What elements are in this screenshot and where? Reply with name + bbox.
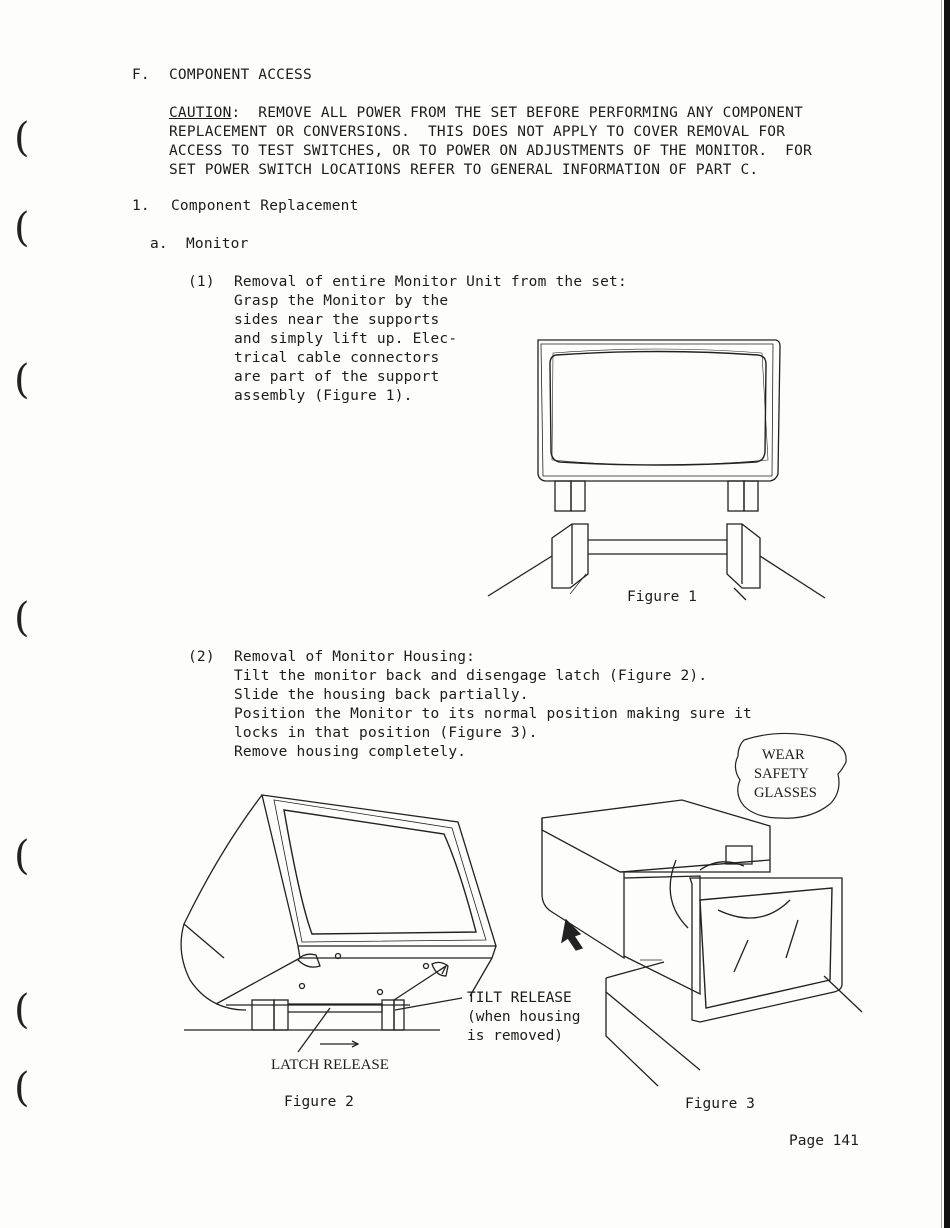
caution-label: CAUTION bbox=[169, 105, 232, 121]
step-1-line-6: are part of the support bbox=[234, 369, 440, 385]
caution-line-4: SET POWER SWITCH LOCATIONS REFER TO GENE… bbox=[169, 162, 759, 178]
step-1-number: (1) bbox=[188, 274, 215, 290]
step-2-number: (2) bbox=[188, 649, 215, 665]
step-2-line-3: Slide the housing back partially. bbox=[234, 687, 529, 703]
tilt-release-line-3: is removed) bbox=[467, 1028, 564, 1044]
section-title: COMPONENT ACCESS bbox=[169, 67, 312, 83]
figure-3-housing-illustration bbox=[541, 799, 863, 1087]
page-label: Page bbox=[789, 1133, 824, 1149]
safety-line-3: GLASSES bbox=[754, 785, 817, 801]
item-1-title: Component Replacement bbox=[171, 198, 359, 214]
step-2-line-4: Position the Monitor to its normal posit… bbox=[234, 706, 752, 722]
safety-line-1: WEAR bbox=[762, 747, 805, 763]
step-1-line-3: sides near the supports bbox=[234, 312, 440, 328]
item-a-letter: a. bbox=[150, 236, 168, 252]
caution-line-3: ACCESS TO TEST SWITCHES, OR TO POWER ON … bbox=[169, 143, 812, 159]
step-1-line-4: and simply lift up. Elec- bbox=[234, 331, 458, 347]
figure-2-tilted-monitor-illustration bbox=[180, 794, 497, 1053]
binder-hole-mark: ( bbox=[14, 115, 30, 161]
step-1-line-7: assembly (Figure 1). bbox=[234, 388, 413, 404]
page-value: 141 bbox=[832, 1133, 859, 1149]
safety-line-2: SAFETY bbox=[754, 766, 809, 782]
binder-hole-mark: ( bbox=[14, 1065, 30, 1111]
section-letter: F. bbox=[132, 67, 150, 83]
item-1-number: 1. bbox=[132, 198, 150, 214]
caution-line-2: REPLACEMENT OR CONVERSIONS. THIS DOES NO… bbox=[169, 124, 786, 140]
caution-line-1: : REMOVE ALL POWER FROM THE SET BEFORE P… bbox=[231, 105, 804, 121]
figure-1-monitor-illustration bbox=[487, 339, 826, 601]
caution-paragraph: CAUTION: REMOVE ALL POWER FROM THE SET B… bbox=[169, 104, 803, 123]
binder-hole-mark: ( bbox=[14, 987, 30, 1033]
tilt-release-label: TILT RELEASE bbox=[467, 990, 572, 1006]
binder-hole-mark: ( bbox=[14, 357, 30, 403]
tilt-release-line-2: (when housing bbox=[467, 1009, 581, 1025]
binder-hole-mark: ( bbox=[14, 595, 30, 641]
latch-release-label: LATCH RELEASE bbox=[271, 1057, 389, 1073]
figure-3-caption: Figure 3 bbox=[685, 1096, 755, 1112]
page-number: Page 141 bbox=[789, 1132, 859, 1151]
step-1-line-2: Grasp the Monitor by the bbox=[234, 293, 449, 309]
page-edge-line bbox=[941, 0, 942, 1228]
step-1-line-5: trical cable connectors bbox=[234, 350, 440, 366]
figure-2-caption: Figure 2 bbox=[284, 1094, 354, 1110]
figure-1-caption: Figure 1 bbox=[627, 589, 697, 605]
step-1-line-1: Removal of entire Monitor Unit from the … bbox=[234, 274, 627, 290]
page-edge-shadow bbox=[944, 0, 950, 1228]
binder-hole-mark: ( bbox=[14, 833, 30, 879]
step-2-line-6: Remove housing completely. bbox=[234, 744, 467, 760]
item-a-title: Monitor bbox=[186, 236, 249, 252]
speech-bubble bbox=[734, 732, 847, 819]
step-2-line-5: locks in that position (Figure 3). bbox=[234, 725, 538, 741]
step-2-line-1: Removal of Monitor Housing: bbox=[234, 649, 476, 665]
binder-hole-mark: ( bbox=[14, 205, 30, 251]
step-2-line-2: Tilt the monitor back and disengage latc… bbox=[234, 668, 708, 684]
